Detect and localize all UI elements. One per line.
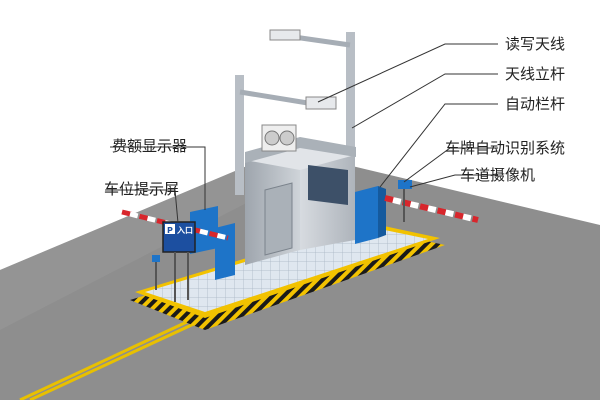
label-plate-recognition: 车牌自动识别系统 <box>445 139 565 157</box>
toll-booth <box>245 124 356 265</box>
position-screen: P 入口 <box>162 221 196 302</box>
barrier-arm-right <box>384 195 479 223</box>
barrier-arm-right-white <box>392 197 479 223</box>
leader-lines <box>105 43 498 224</box>
antenna-device-2 <box>305 96 337 110</box>
entrance-text: 入口 <box>176 226 193 235</box>
label-position-screen: 车位提示屏 <box>104 180 179 198</box>
left-barrier-cabinet <box>215 223 235 280</box>
island-tiles <box>145 226 428 312</box>
label-antenna: 读写天线 <box>505 35 565 53</box>
plate-recognition-unit <box>355 186 378 244</box>
small-camera-left <box>152 255 160 262</box>
antenna-pole <box>346 32 355 237</box>
label-lane-camera: 车道摄像机 <box>460 166 535 184</box>
label-antenna-pole: 天线立杆 <box>505 65 565 83</box>
label-barrier: 自动栏杆 <box>505 95 565 113</box>
antenna-device <box>269 29 301 41</box>
lane-camera <box>398 180 412 189</box>
label-fee-display: 费额显示器 <box>112 137 187 155</box>
p-mark: P <box>167 226 173 235</box>
plate-recognition-unit-side <box>378 186 386 238</box>
antenna-pole-2 <box>235 75 244 195</box>
